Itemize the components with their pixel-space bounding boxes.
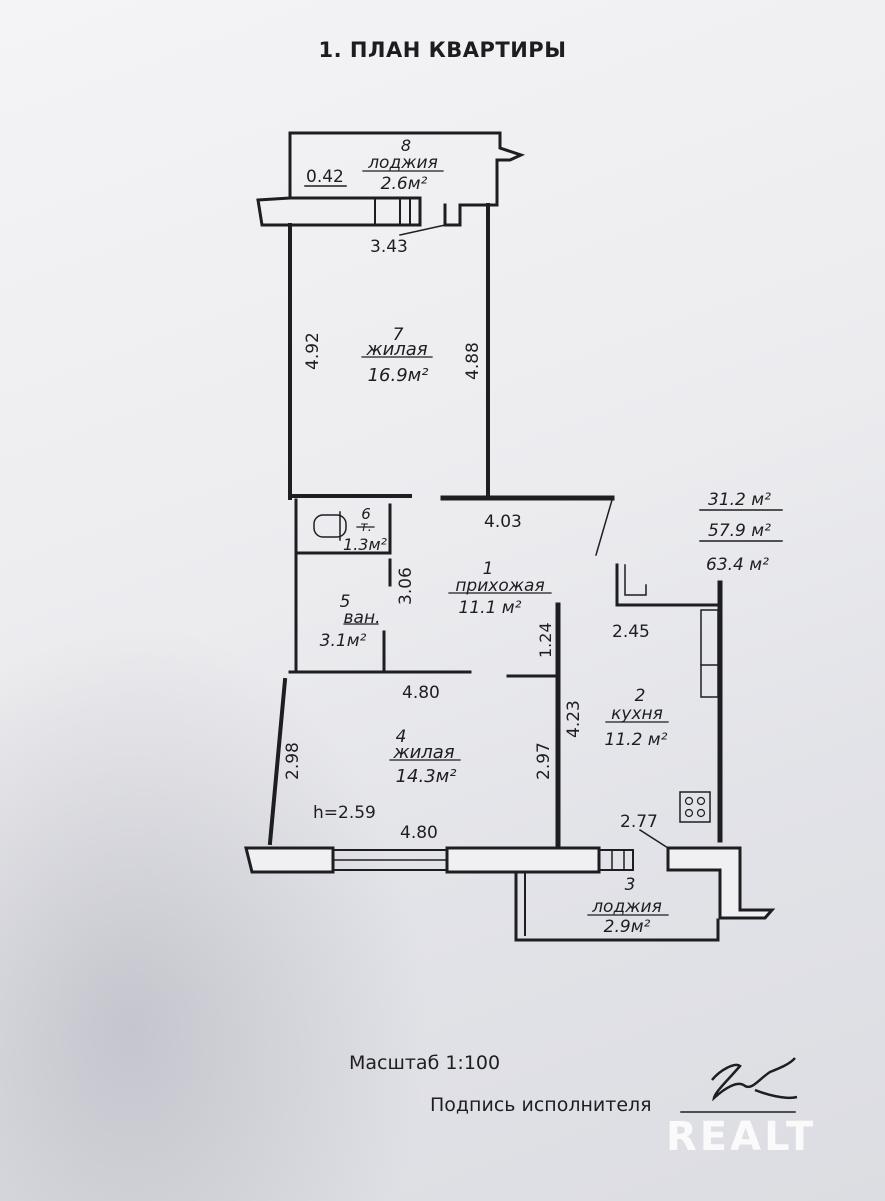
dim-4-88: 4.88 <box>463 342 483 380</box>
room-4-walls <box>267 677 288 846</box>
stove-icon <box>679 791 711 823</box>
room-3-name: лоджия <box>591 897 662 917</box>
dim-2-45: 2.45 <box>612 622 650 642</box>
ceiling-height: h=2.59 <box>313 803 376 823</box>
dim-4-92: 4.92 <box>303 332 323 370</box>
room-1-name: прихожая <box>455 576 544 596</box>
bottom-wall <box>244 846 776 920</box>
sanitary-walls <box>288 498 472 674</box>
dim-3-43: 3.43 <box>370 237 408 257</box>
dim-2-97: 2.97 <box>534 742 554 780</box>
room-8-name: лоджия <box>367 153 438 173</box>
page-title: 1. ПЛАН КВАРТИРЫ <box>318 38 567 62</box>
hall-walls <box>506 563 723 848</box>
dim-2-77: 2.77 <box>620 812 658 832</box>
room-3-area: 2.9м² <box>604 917 651 937</box>
room-5-number: 5 <box>340 592 351 612</box>
total-area-with-loggia: 63.4 м² <box>706 555 769 575</box>
dim-1-24: 1.24 <box>536 622 555 658</box>
room-7-number: 7 <box>393 325 404 345</box>
realt-watermark: REALT <box>666 1114 817 1160</box>
room-5-name: ван. <box>344 608 381 628</box>
dim-2-98: 2.98 <box>283 742 303 780</box>
room-8-area: 2.6м² <box>381 174 428 194</box>
room-7-name: жилая <box>365 339 427 360</box>
room-8-number: 8 <box>401 136 411 155</box>
dim-4-80-top: 4.80 <box>402 683 440 703</box>
dim-0-42: 0.42 <box>306 167 344 187</box>
signature-label: Подпись исполнителя <box>430 1094 652 1116</box>
room-7-area: 16.9м² <box>368 365 429 386</box>
room-6-area: 1.3м² <box>343 535 388 554</box>
signature-mark <box>711 1057 798 1102</box>
loggia-3-walls <box>514 872 720 942</box>
loggia-8-walls <box>256 131 526 227</box>
dim-4-03: 4.03 <box>484 512 522 532</box>
room-4-area: 14.3м² <box>396 766 457 787</box>
room-2-number: 2 <box>635 686 646 706</box>
room-4-number: 4 <box>396 727 407 747</box>
room-3-number: 3 <box>625 875 636 895</box>
paper-shadow <box>0 620 430 1201</box>
scale-label: Масштаб 1:100 <box>349 1052 501 1074</box>
room-1-area: 11.1 м² <box>459 598 522 618</box>
dim-4-80-bottom: 4.80 <box>400 823 438 843</box>
room-4-name: жилая <box>392 742 454 763</box>
dim-3-06: 3.06 <box>396 567 416 605</box>
room-5-area: 3.1м² <box>320 631 367 651</box>
total-area: 57.9 м² <box>708 521 771 541</box>
dim-4-23: 4.23 <box>564 700 584 738</box>
room-2-name: кухня <box>611 704 663 724</box>
room-1-number: 1 <box>483 559 494 579</box>
room-2-area: 11.2 м² <box>605 730 668 750</box>
room-6-name: т. <box>360 520 372 535</box>
room-7-walls <box>288 203 615 556</box>
room-6-number: 6 <box>361 505 371 523</box>
total-living-area: 31.2 м² <box>708 490 771 510</box>
